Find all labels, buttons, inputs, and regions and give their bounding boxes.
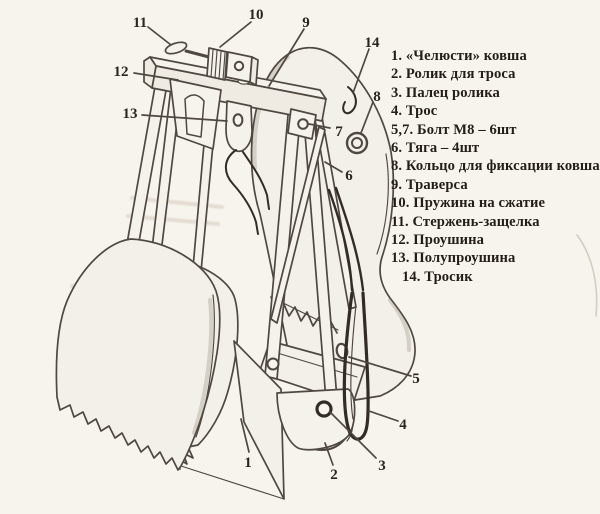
roller-bracket: [276, 388, 356, 451]
callout-5: 5: [412, 371, 420, 387]
jaw-side-plate: [180, 340, 285, 500]
legend-item-12: 12. Проушина: [391, 231, 485, 248]
callout-labels: 1 2 3 4 5 6 7 8 9 10 11 12 13 14: [114, 7, 420, 483]
callout-13: 13: [123, 106, 138, 122]
legend-item-11: 11. Стержень-защелка: [391, 213, 540, 230]
legend-item-3: 3. Палец ролика: [391, 84, 500, 101]
legend-item-9: 9. Траверса: [391, 176, 468, 193]
legend-item-2: 2. Ролик для троса: [391, 66, 516, 83]
left-jaw-shell: [55, 238, 221, 471]
latch-assembly: [164, 41, 259, 86]
legend-item-4: 4. Трос: [391, 103, 438, 120]
parts-legend: 1. «Челюсти» ковша 2. Ролик для троса 3.…: [391, 48, 600, 288]
tie-rod-cross: [270, 126, 326, 324]
callout-4: 4: [399, 417, 407, 433]
callout-10: 10: [249, 7, 264, 23]
callout-3: 3: [378, 458, 386, 474]
callout-8: 8: [373, 89, 381, 105]
legend-item-10: 10. Пружина на сжатие: [391, 195, 546, 212]
legend-item-14: 14. Тросик: [402, 268, 473, 285]
fixation-ring: [345, 131, 369, 155]
legend-item-8: 8. Кольцо для фиксации ковша: [391, 158, 600, 175]
page-edge-arc: [576, 234, 598, 317]
callout-12: 12: [114, 64, 129, 80]
callout-11: 11: [133, 15, 147, 31]
callout-9: 9: [302, 15, 310, 31]
legend-item-5-7: 5,7. Болт М8 – 6шт: [391, 121, 517, 138]
legend-item-6: 6. Тяга – 4шт: [391, 139, 480, 156]
eyelet-lug: [169, 78, 222, 150]
leader-lines: [133, 21, 412, 466]
half-eyelet-plate: [225, 100, 253, 153]
callout-1: 1: [244, 455, 252, 471]
callout-2: 2: [330, 467, 338, 483]
callout-6: 6: [345, 168, 353, 184]
roller-pin: [315, 400, 333, 418]
legend-item-13: 13. Полупроушина: [391, 250, 516, 267]
callout-7: 7: [335, 124, 343, 140]
legend-item-1: 1. «Челюсти» ковша: [391, 48, 527, 64]
callout-14: 14: [365, 35, 381, 51]
traverse-end-lug: [287, 108, 317, 140]
